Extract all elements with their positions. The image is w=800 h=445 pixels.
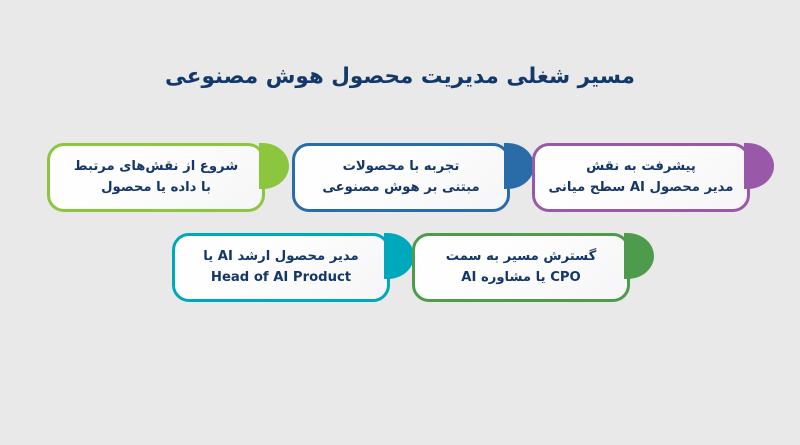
step-tab-midlevel [744,143,774,189]
step-tab-experience [504,143,534,189]
step-tab-start [259,143,289,189]
step-card-expansion: گسترش مسیر به سمت CPO یا مشاوره AI [412,233,654,302]
step-label-expansion: گسترش مسیر به سمت CPO یا مشاوره AI [445,249,597,285]
step-tab-senior [384,233,414,279]
step-card-midlevel: پیشرفت به نقش مدیر محصول AI سطح میانی [532,143,774,212]
step-label-midlevel: پیشرفت به نقش مدیر محصول AI سطح میانی [548,159,734,195]
step-label-senior: مدیر محصول ارشد AI یا Head of AI Product [203,249,359,285]
step-tab-expansion [624,233,654,279]
step-label-start: شروع از نقش‌های مرتبط با داده یا محصول [73,159,239,195]
page-title: مسیر شغلی مدیریت محصول هوش مصنوعی [165,64,635,89]
step-card-experience: تجربه با محصولات مبتنی بر هوش مصنوعی [292,143,534,212]
step-label-experience: تجربه با محصولات مبتنی بر هوش مصنوعی [322,159,480,195]
step-card-senior: مدیر محصول ارشد AI یا Head of AI Product [172,233,414,302]
step-card-start: شروع از نقش‌های مرتبط با داده یا محصول [47,143,289,212]
